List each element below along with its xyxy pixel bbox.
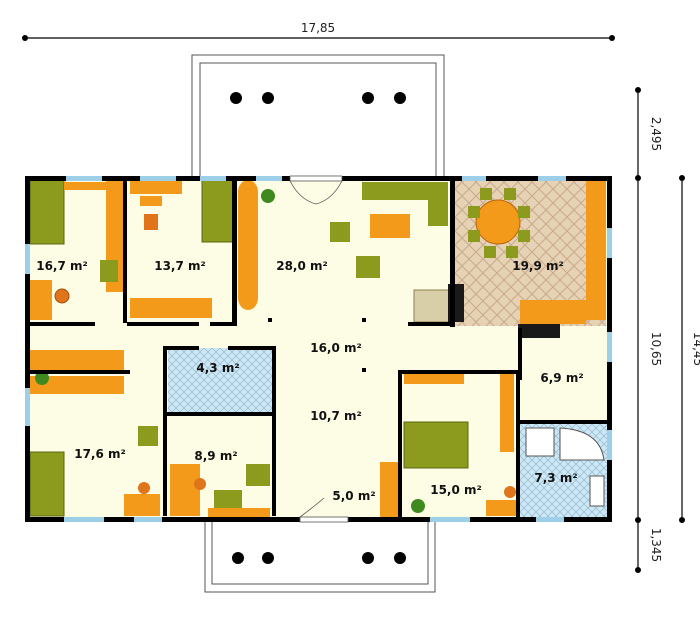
vestibule-cabinet — [380, 462, 400, 518]
area-bedroom-sw: 17,6 m² — [74, 447, 126, 461]
dimension-top: 17,85 — [22, 21, 615, 41]
room-labels: 16,7 m² 13,7 m² 28,0 m² 19,9 m² 16,0 m² … — [36, 259, 583, 503]
furniture-bath-main — [525, 427, 605, 507]
area-wc: 4,3 m² — [196, 361, 239, 375]
area-bedroom-nw: 16,7 m² — [36, 259, 88, 273]
area-corridor: 10,7 m² — [310, 409, 362, 423]
furniture-hall — [30, 350, 124, 394]
dimension-total-width: 17,85 — [301, 21, 335, 35]
area-vestibule: 5,0 m² — [332, 489, 375, 503]
dimension-right: 2,495 10,65 1,345 14,45 — [635, 87, 700, 573]
wc-tiles — [168, 348, 276, 412]
dimension-total-depth: 14,45 — [691, 332, 700, 366]
porch-top — [191, 54, 445, 179]
furniture-living — [238, 180, 464, 323]
dimension-depth-top: 2,495 — [649, 117, 663, 151]
hall-columns — [268, 318, 366, 372]
area-bath-small: 8,9 m² — [194, 449, 237, 463]
area-office: 13,7 m² — [154, 259, 206, 273]
area-living: 28,0 m² — [276, 259, 328, 273]
windows — [25, 176, 612, 522]
area-pantry: 6,9 m² — [540, 371, 583, 385]
door-bottom — [299, 497, 349, 523]
area-hall: 16,0 m² — [310, 341, 362, 355]
furniture-bath-small — [170, 464, 270, 518]
area-bedroom-master: 15,0 m² — [430, 483, 482, 497]
area-bath-main: 7,3 m² — [534, 471, 577, 485]
dimension-depth-middle: 10,65 — [649, 332, 663, 366]
porch-bottom — [204, 519, 436, 593]
dimension-depth-bottom: 1,345 — [649, 528, 663, 562]
furniture-kitchen — [468, 180, 606, 338]
area-kitchen-dining: 19,9 m² — [512, 259, 564, 273]
door-top — [289, 175, 343, 205]
furniture-bedroom-sw — [29, 371, 160, 517]
